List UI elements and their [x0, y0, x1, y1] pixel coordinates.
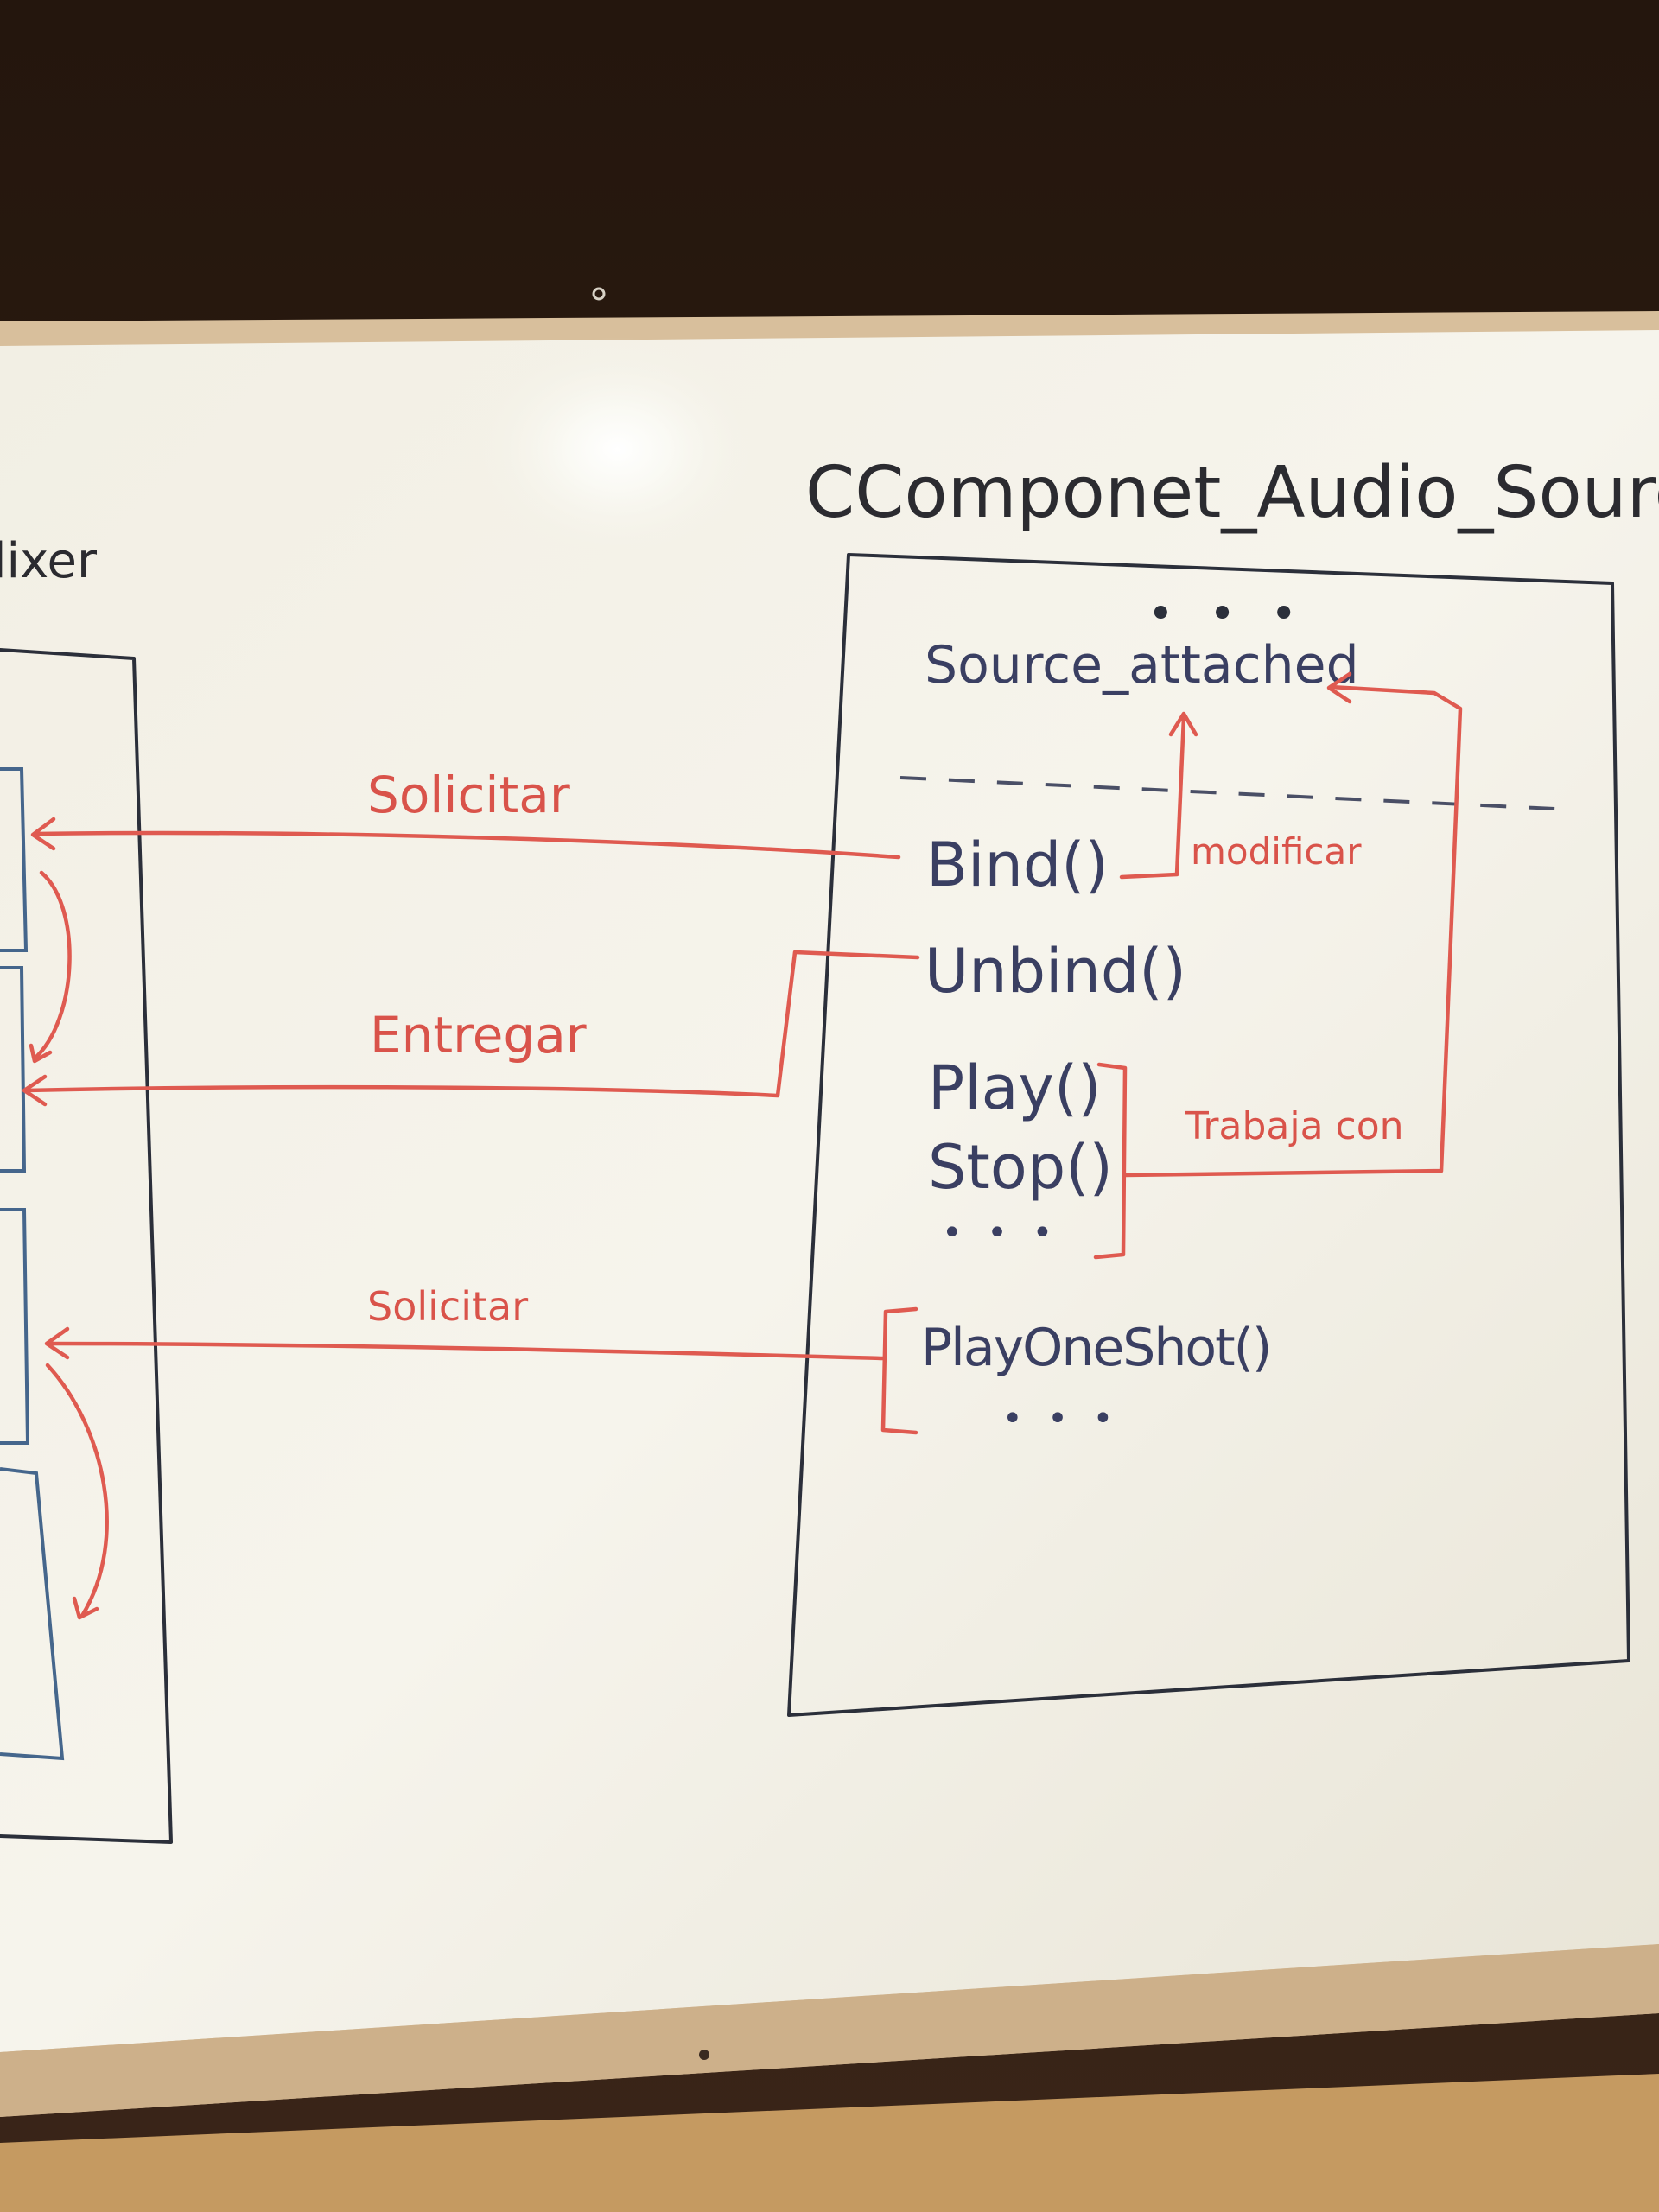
bracket-play-stop — [1093, 1062, 1128, 1260]
label-modificar: modificar — [1191, 830, 1362, 873]
left-box-outline — [0, 648, 173, 1844]
method-stop: Stop() — [928, 1132, 1113, 1203]
left-heading-fragment: lixer — [0, 533, 98, 589]
arrow-modificar — [1119, 715, 1186, 880]
method-play: Play() — [928, 1052, 1102, 1123]
arrow-modificar-head — [1168, 711, 1198, 737]
bracket-play-one-shot — [880, 1306, 918, 1435]
left-cell-2 — [0, 966, 27, 1173]
left-curve-upper — [32, 870, 72, 1061]
method-bind: Bind() — [926, 830, 1109, 900]
arrow-entregar-head — [22, 1074, 48, 1107]
method-play-one-shot: PlayOneShot() — [921, 1318, 1270, 1378]
method-unbind: Unbind() — [925, 936, 1186, 1007]
frame-mark — [592, 287, 606, 301]
left-curve-lower — [45, 1363, 109, 1618]
rail-screw — [699, 2050, 709, 2060]
label-solicitar-bottom: Solicitar — [367, 1283, 528, 1330]
left-cell-1 — [0, 767, 29, 952]
left-cell-3 — [0, 1208, 30, 1445]
arrow-solicitar-top — [32, 830, 901, 860]
method-ellipsis-b: • • • — [1002, 1399, 1120, 1439]
attributes-methods-divider — [899, 776, 1573, 811]
wall-bottom — [0, 2074, 1659, 2212]
left-curve-upper-head — [29, 1043, 53, 1064]
board-surface — [0, 330, 1659, 2052]
light-glare — [471, 337, 765, 562]
arrow-solicitar-bottom — [45, 1341, 886, 1361]
left-curve-lower-head — [72, 1596, 99, 1620]
arrow-solicitar-top-head — [30, 817, 56, 851]
arrow-trabaja-con-head — [1326, 671, 1352, 704]
method-ellipsis-a: • • • — [942, 1213, 1059, 1253]
left-cell-4 — [0, 1467, 65, 1761]
arrow-entregar — [23, 950, 920, 1098]
class-title: CComponet_Audio_Source — [805, 452, 1659, 534]
label-solicitar-top: Solicitar — [367, 766, 570, 824]
top-ellipsis: • • • — [1147, 588, 1307, 640]
arrow-trabaja-con — [1122, 684, 1463, 1178]
label-entregar: Entregar — [370, 1006, 587, 1065]
class-box-outline — [787, 553, 1630, 1717]
board-bottom-rail — [0, 1944, 1659, 2117]
arrow-solicitar-bottom-head — [44, 1326, 70, 1360]
attribute-source-attached: Source_attached — [925, 635, 1359, 696]
label-trabaja-con: Trabaja con — [1185, 1104, 1404, 1148]
